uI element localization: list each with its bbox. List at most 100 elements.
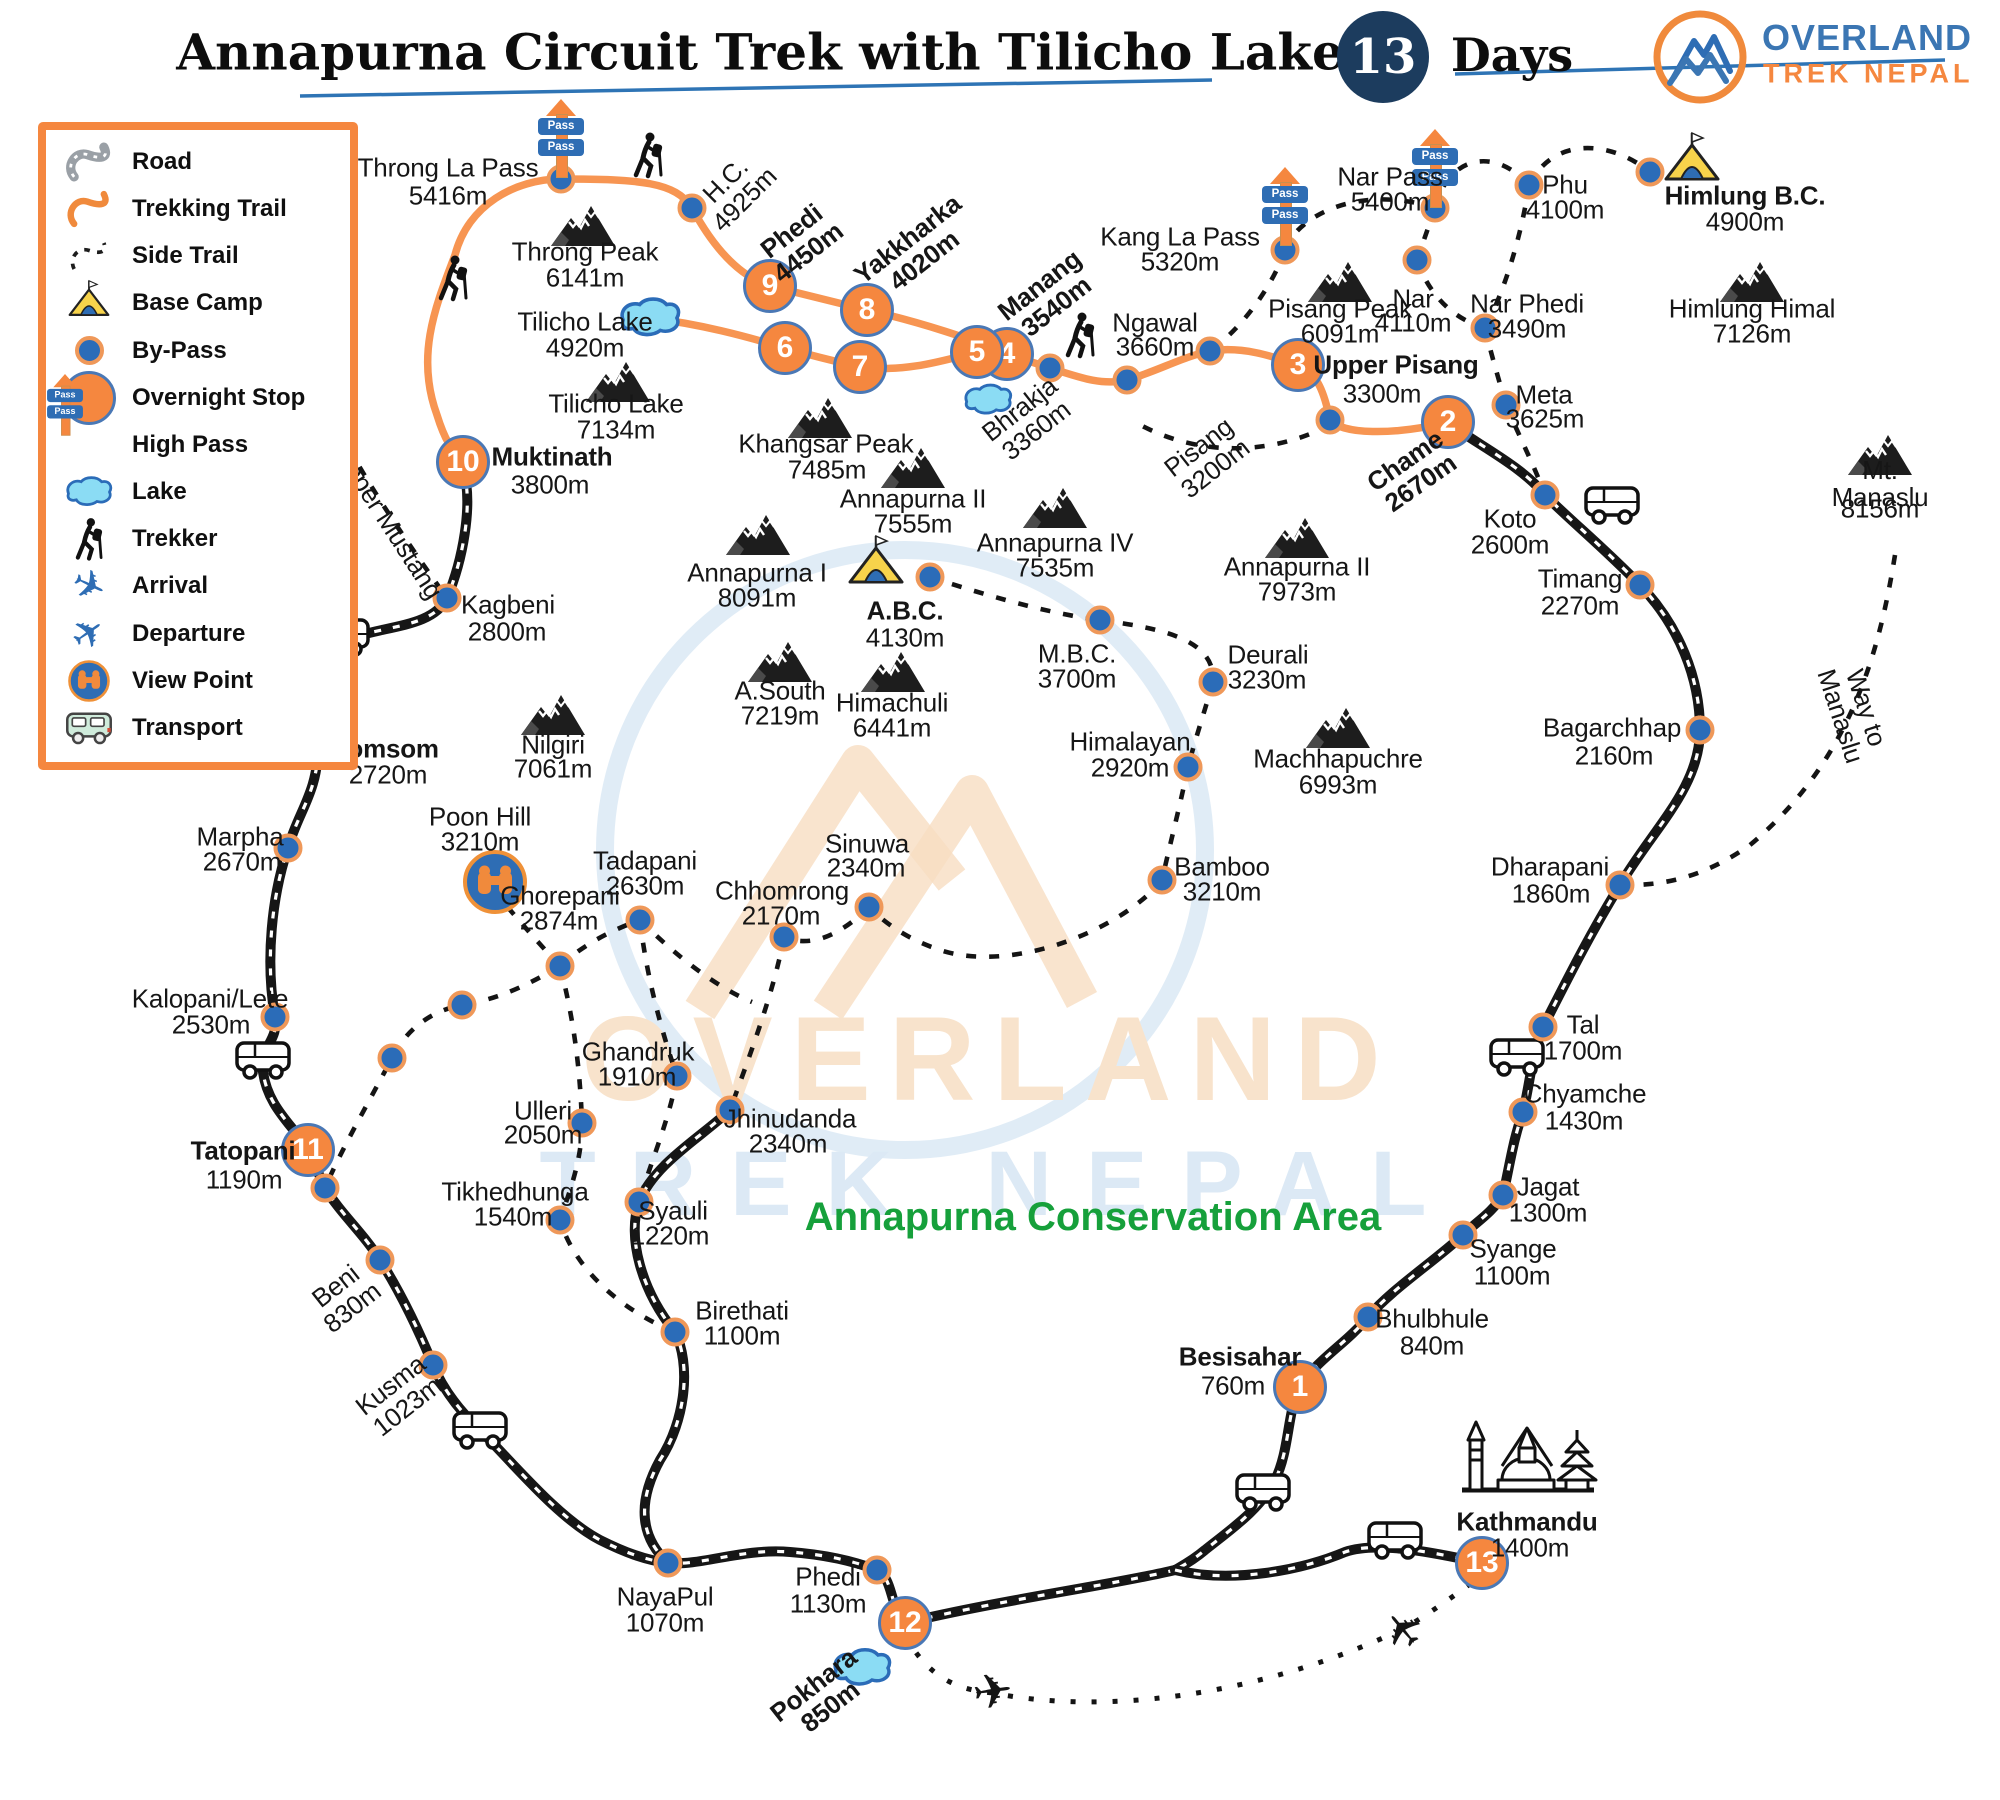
map-label: 2170m <box>741 900 821 931</box>
legend-item-arrival: ✈Arrival <box>46 559 350 613</box>
bypass-dot <box>1085 605 1115 635</box>
road-centerline <box>904 1568 1176 1625</box>
airplane-icon: ✈ <box>969 1663 1017 1722</box>
map-label: Jagat <box>1516 1171 1580 1202</box>
bypass-dot <box>1448 1220 1478 1250</box>
bypass-dot <box>624 1187 654 1217</box>
legend-label: Trekker <box>132 525 218 553</box>
map-label: Upper Pisang <box>1313 349 1479 380</box>
map-label: Timang <box>1537 563 1623 594</box>
bypass-dot <box>854 892 884 922</box>
bypass-dot <box>1353 1302 1383 1332</box>
map-label: Jhinudanda <box>723 1103 857 1134</box>
legend-item-trekking-trail: Trekking Trail <box>46 187 350 231</box>
map-label: Way to Manaslu <box>1811 665 1893 767</box>
map-label: 1700m <box>1543 1035 1623 1066</box>
side-trail-path <box>783 905 871 944</box>
bypass-dot <box>1173 752 1203 782</box>
bypass-dot <box>1147 865 1177 895</box>
legend-item-trekker: Trekker <box>46 517 350 561</box>
map-label: Deurali <box>1227 639 1309 670</box>
map-label: 1130m <box>789 1588 867 1619</box>
map-label: Syange <box>1469 1233 1557 1264</box>
overnight-stop-2: 2 <box>1421 395 1475 449</box>
map-label: Bamboo <box>1174 851 1270 882</box>
map-label: H.C. 4925m <box>696 151 783 238</box>
bypass-dot <box>1514 170 1544 200</box>
map-label: 2600m <box>1470 529 1550 560</box>
map-label: 2670m <box>202 846 282 877</box>
map-label: Marpha <box>196 821 284 852</box>
bypass-dot <box>653 1548 683 1578</box>
map-label: 4920m <box>545 332 625 363</box>
legend-item-transport: Transport <box>46 706 350 750</box>
overnight-stop-3: 3 <box>1271 338 1325 392</box>
legend-label: Side Trail <box>132 242 239 270</box>
map-label: 3660m <box>1115 331 1195 362</box>
map-label: Chyamche <box>1523 1078 1647 1109</box>
bypass-dot <box>418 1350 448 1380</box>
map-label: Nilgiri <box>521 729 585 760</box>
map-label: Throng Peak <box>511 236 659 267</box>
days-count-badge: 13 <box>1337 11 1429 103</box>
map-label: Kalopani/Lete <box>131 983 289 1014</box>
bypass-dot <box>1470 313 1500 343</box>
overnight-stop-5: 5 <box>950 325 1004 379</box>
bypass-dot <box>715 1095 745 1125</box>
legend-label: Transport <box>132 713 243 741</box>
by-pass-icon <box>46 336 132 366</box>
map-label: Throng La Pass <box>357 152 539 183</box>
map-label: Bagarchhap <box>1542 712 1682 743</box>
departure-icon: ✈ <box>62 605 116 662</box>
map-label: 5320m <box>1140 246 1220 277</box>
bypass-dot <box>1315 405 1345 435</box>
map-label: 3490m <box>1487 313 1567 344</box>
bypass-dot <box>377 1043 407 1073</box>
bypass-dot <box>662 1061 692 1091</box>
map-label: Chhomrong <box>714 875 850 906</box>
title-underline <box>299 78 1213 98</box>
bypass-dot <box>273 833 303 863</box>
legend-item-side-trail: Side Trail <box>46 234 350 278</box>
map-label: Tikhedhunga <box>441 1176 589 1207</box>
map-label: 6091m <box>1300 318 1380 349</box>
map-label: Dharapani <box>1490 851 1610 882</box>
map-label: NayaPul <box>616 1581 714 1612</box>
overnight-stop-9: 9 <box>743 259 797 313</box>
map-label: 7134m <box>576 414 656 445</box>
map-label: 3800m <box>510 469 590 500</box>
map-label: 1540m <box>473 1201 553 1232</box>
map-label: Annapurna II <box>1223 551 1371 582</box>
side-trail-path <box>1282 197 1436 251</box>
map-label: Nar Phedi <box>1470 288 1584 319</box>
map-label: 2340m <box>826 852 906 883</box>
bypass-dot <box>1198 667 1228 697</box>
map-label: 5416m <box>408 180 488 211</box>
map-label: 1400m <box>1490 1532 1570 1563</box>
side-trail-icon <box>46 230 132 282</box>
map-label: Machhapuchre <box>1253 743 1423 774</box>
map-label: Ulleri <box>513 1095 573 1126</box>
map-label: 1910m <box>597 1061 677 1092</box>
trekker-icon <box>46 513 132 565</box>
legend-label: Base Camp <box>132 289 263 317</box>
map-label: Ngawal <box>1112 307 1198 338</box>
bypass-dot <box>260 1002 290 1032</box>
bypass-dot <box>1528 1012 1558 1042</box>
map-label: Poon Hill <box>428 801 532 832</box>
map-label: 1860m <box>1511 878 1591 909</box>
map-label: Yakkharka 4020m <box>848 188 967 297</box>
map-label: 7126m <box>1712 318 1792 349</box>
bypass-dot <box>365 1245 395 1275</box>
legend-label: Trekking Trail <box>132 195 287 223</box>
map-label: Tilicho Lake <box>548 388 684 419</box>
map-label: Himlung Himal <box>1668 293 1836 324</box>
bypass-dot <box>769 922 799 952</box>
map-label: Himalayan <box>1069 726 1191 757</box>
map-label: 2160m <box>1574 740 1654 771</box>
